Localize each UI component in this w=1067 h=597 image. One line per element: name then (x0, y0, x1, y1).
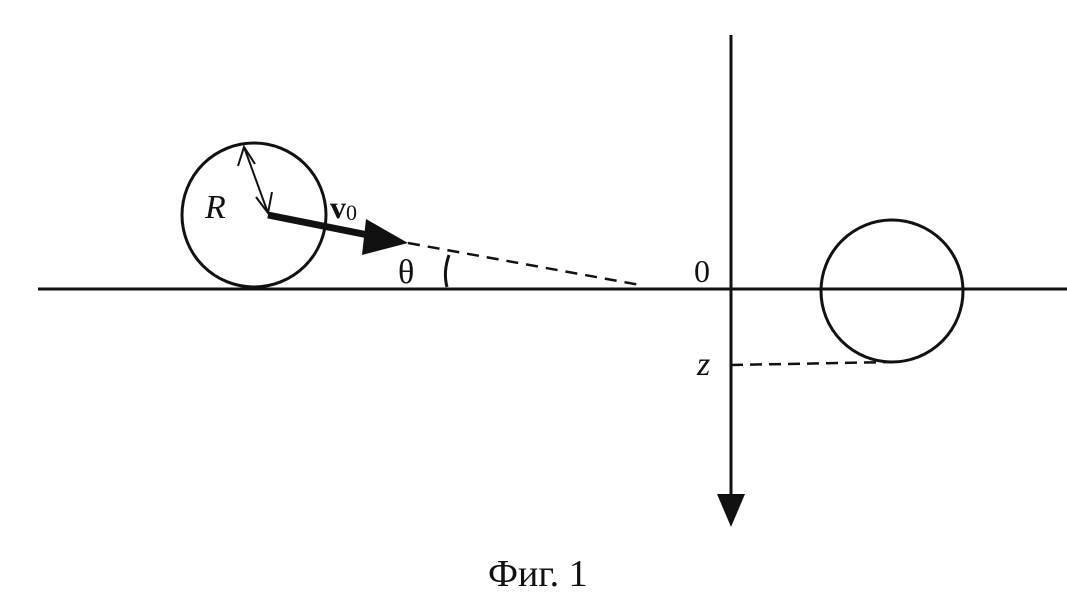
sphere-initial (180, 141, 328, 289)
radius-arrow (243, 146, 269, 214)
velocity-label-main: v (330, 189, 346, 225)
depth-dashed-line (730, 360, 894, 367)
angle-label: θ (398, 254, 414, 291)
figure-caption: Фиг. 1 (488, 553, 588, 595)
velocity-vector-arrowhead (362, 219, 408, 255)
radius-arrowhead-bottom (255, 191, 273, 216)
sphere-submerged (819, 218, 965, 364)
radius-arrowhead-top (237, 144, 256, 167)
trajectory-dashed-line (407, 241, 641, 287)
velocity-label-subscript: 0 (346, 200, 357, 225)
radius-label: R (204, 189, 226, 226)
origin-label: 0 (694, 253, 710, 289)
angle-arc (443, 254, 451, 288)
depth-label: z (696, 346, 710, 383)
velocity-vector-shaft (267, 211, 379, 241)
z-axis-arrowhead (717, 494, 745, 527)
velocity-label: v0 (330, 189, 357, 225)
